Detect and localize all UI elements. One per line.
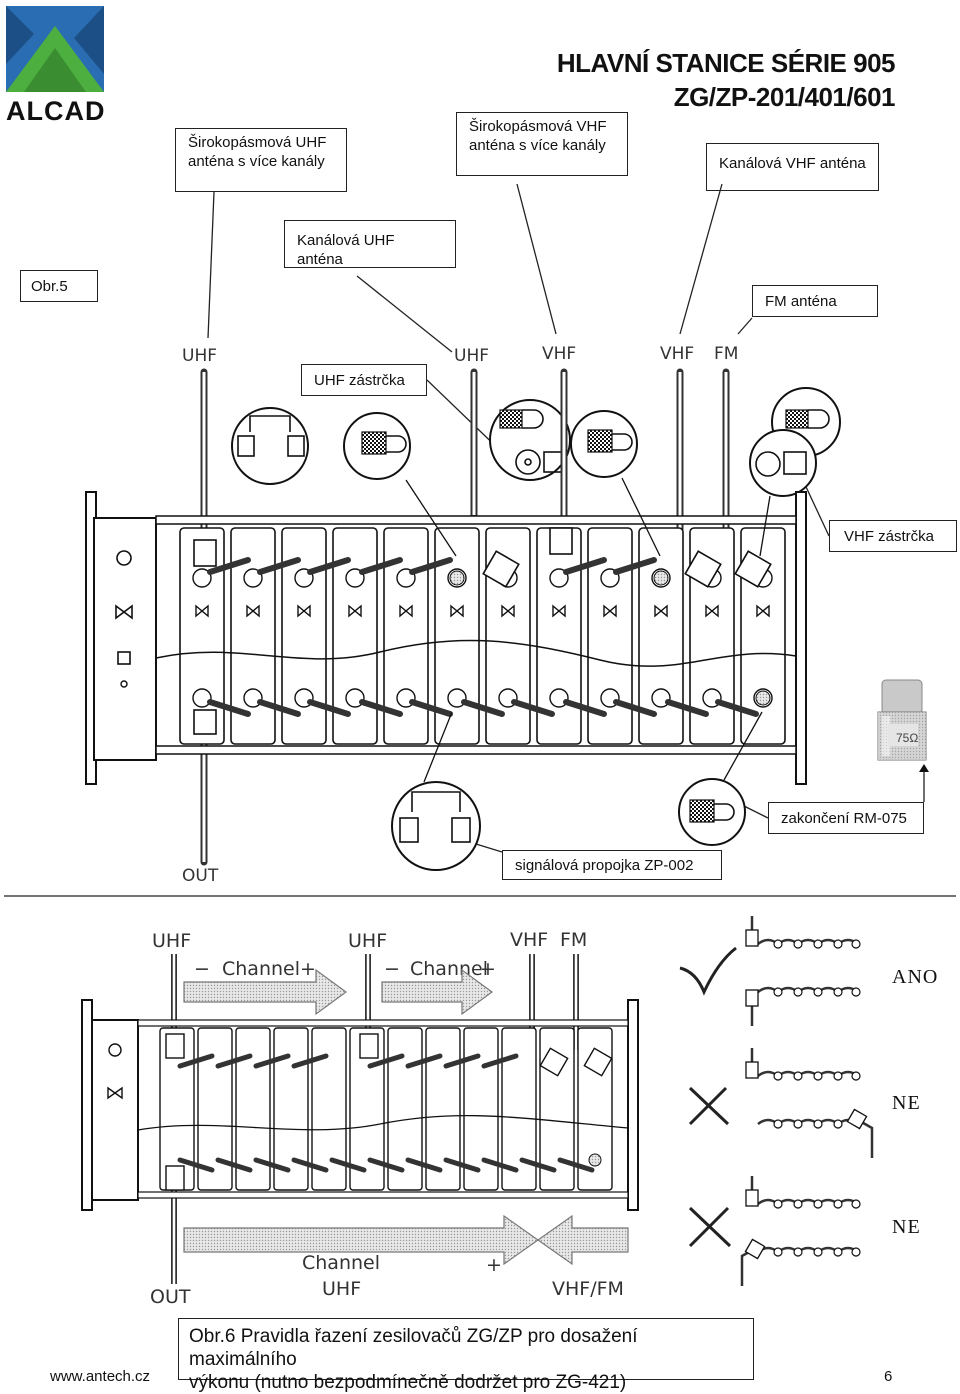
fig6-arrow2-plus: + [480, 958, 496, 980]
fig5-output-label: OUT [182, 866, 219, 886]
fig6-rack [81, 999, 639, 1211]
fig6-input-label-uhf-1: UHF [152, 930, 192, 952]
fig5-terminator-bottom [755, 690, 771, 706]
verdict-ano: ANO [892, 966, 939, 988]
fig5-input-label-uhf-1: UHF [182, 346, 218, 366]
callout-leaders [4, 183, 956, 897]
figure-6-caption: Obr.6 Pravidla řazení zesilovačů ZG/ZP p… [178, 1318, 754, 1393]
callout-vhf-wideband: Širokopásmová VHF anténa s více kanály [456, 112, 628, 176]
alcad-logo-mark [6, 6, 104, 92]
terminator-photo [877, 679, 927, 761]
fig5-input-label-vhf-1: VHF [542, 344, 577, 364]
callout-uhf-wideband: Širokopásmová UHF anténa s více kanály [175, 128, 347, 192]
terminator-marking: 75Ω [896, 731, 918, 745]
fig6-arrow2-minus: − [384, 958, 400, 980]
fig5-input-label-vhf-2: VHF [660, 344, 695, 364]
fig6-bottom-vhf-fm: VHF/FM [552, 1278, 624, 1300]
verdict-ne-1: NE [892, 1092, 921, 1114]
callout-uhf-channel: Kanálová UHF anténa [284, 220, 456, 268]
fig6-rule-plugs [744, 929, 868, 1260]
verdict-ne-2: NE [892, 1216, 921, 1238]
fig6-rule-rows [740, 916, 874, 1286]
footer-page-number: 6 [884, 1368, 893, 1385]
fig5-terminator-top [449, 570, 465, 586]
cross-icon-2 [688, 1206, 732, 1248]
callout-uhf-plug: UHF zástrčka [301, 364, 427, 396]
fig6-arrow1-minus: − [194, 958, 210, 980]
fig5-terminator-mid [653, 570, 669, 586]
figure-6-caption-line1: Obr.6 Pravidla řazení zesilovačů ZG/ZP p… [189, 1326, 638, 1370]
fig5-input-label-fm: FM [714, 344, 739, 364]
fig6-arrow1-plus: + [300, 958, 316, 980]
fig6-bottom-plus: + [486, 1254, 502, 1276]
fig5-plugs [193, 527, 772, 735]
page-title-line2: ZG/ZP-201/401/601 [673, 82, 896, 112]
fig6-arrow1-channel: Channel [222, 958, 301, 980]
bubble-plug-outlines [237, 409, 830, 843]
bubble-hatch-blocks [361, 409, 809, 823]
fig6-bottom-channel: Channel [302, 1252, 381, 1274]
fig6-channel-arrows [183, 968, 629, 1266]
fig6-output-label: OUT [150, 1286, 191, 1308]
callout-vhf-channel: Kanálová VHF anténa [706, 143, 879, 191]
termination-arrow [919, 764, 929, 772]
fig5-input-label-uhf-2: UHF [454, 346, 490, 366]
cross-icon-1 [688, 1086, 730, 1126]
alcad-logo: ALCAD [4, 4, 108, 126]
check-icon [679, 946, 737, 996]
callout-termination: zakončení RM-075 [768, 802, 924, 834]
fig6-bottom-uhf: UHF [322, 1278, 362, 1300]
fig5-jumpers-top [207, 557, 657, 575]
fig5-supply-wire [155, 639, 797, 667]
fig5-amplifier-modules [179, 527, 786, 745]
footer-website: www.antech.cz [50, 1368, 151, 1385]
callout-vhf-plug: VHF zástrčka [829, 520, 957, 552]
fig5-jumpers-bottom [207, 699, 759, 717]
callout-jumper: signálová propojka ZP-002 [502, 850, 722, 880]
fig5-rack [85, 477, 807, 785]
callout-fm: FM anténa [752, 285, 878, 317]
fig6-input-label-fm: FM [560, 929, 588, 951]
figure-5-label: Obr.5 [20, 270, 98, 302]
fig6-input-label-vhf: VHF [510, 929, 549, 951]
alcad-logo-text: ALCAD [6, 96, 106, 126]
fig6-input-label-uhf-2: UHF [348, 930, 388, 952]
page-title-line1: HLAVNÍ STANICE SÉRIE 905 [556, 48, 896, 78]
